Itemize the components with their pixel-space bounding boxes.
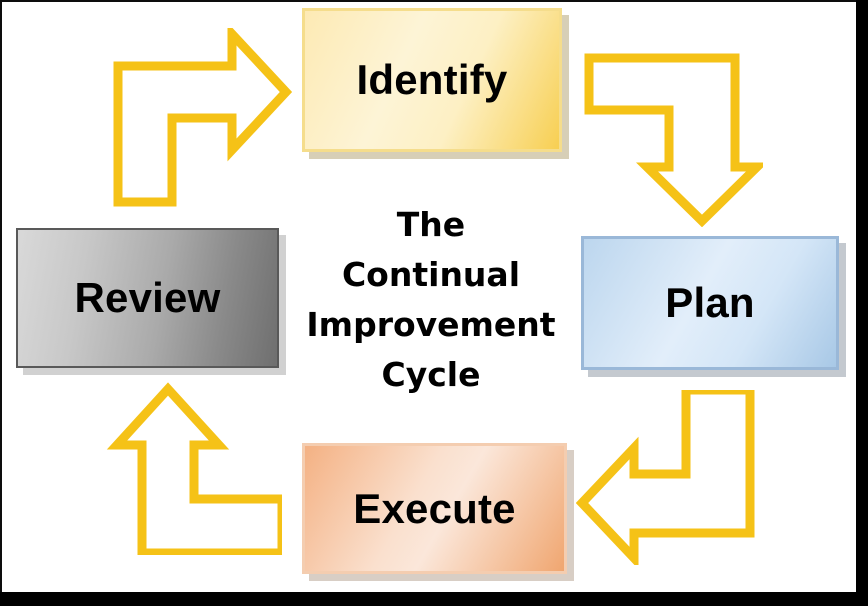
stage-label-identify: Identify [356, 56, 508, 103]
stage-box-review[interactable]: Review [16, 228, 279, 368]
arrow-identify-to-plan [584, 53, 763, 227]
frame-border-left [0, 0, 2, 606]
arrow-plan-to-execute [576, 390, 755, 565]
arrow-execute-to-review [106, 382, 282, 555]
frame-border-top [0, 0, 868, 2]
frame-border-right [856, 0, 868, 606]
frame-border-bottom [0, 592, 868, 606]
caption-line-3: Improvement [306, 305, 556, 345]
arrow-review-to-identify [113, 28, 292, 207]
caption-line-4: Cycle [381, 355, 481, 395]
diagram-caption: The Continual Improvement Cycle [300, 200, 562, 401]
stage-label-plan: Plan [665, 279, 755, 326]
stage-box-execute[interactable]: Execute [302, 443, 567, 574]
caption-line-1: The [396, 205, 466, 244]
stage-box-identify[interactable]: Identify [302, 8, 562, 152]
stage-label-review: Review [74, 274, 221, 321]
stage-label-execute: Execute [353, 484, 516, 532]
caption-line-2: Continual [341, 255, 521, 295]
stage-box-plan[interactable]: Plan [581, 236, 839, 370]
